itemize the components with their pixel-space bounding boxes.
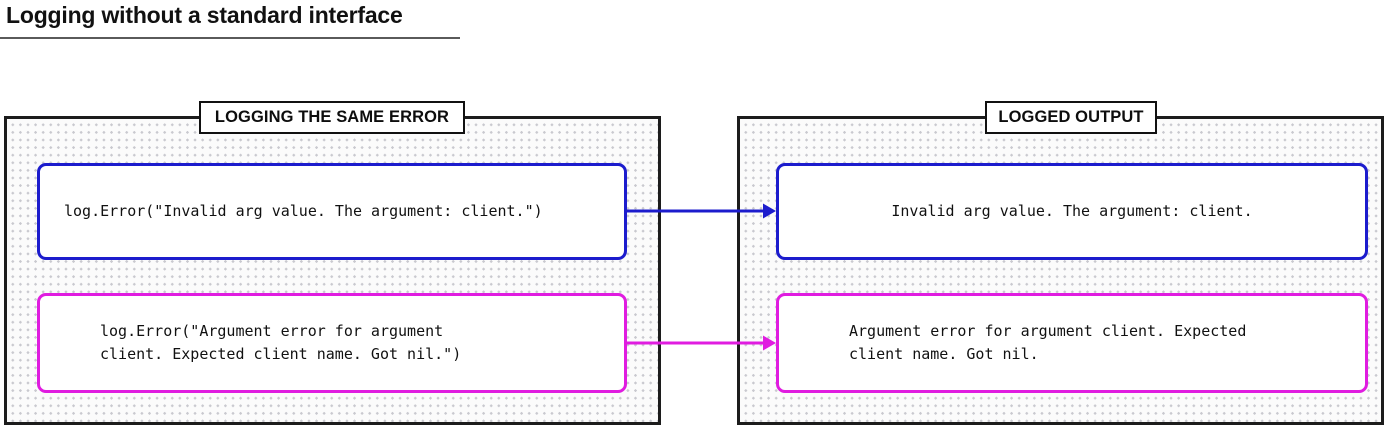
source-code-box-magenta: log.Error("Argument error for argument c… — [37, 293, 627, 393]
source-code-box-blue: log.Error("Invalid arg value. The argume… — [37, 163, 627, 260]
title-underline-rule — [0, 37, 460, 39]
logged-output-box-magenta: Argument error for argument client. Expe… — [776, 293, 1368, 393]
panel-left-header-tag: LOGGING THE SAME ERROR — [199, 101, 465, 134]
arrow-magenta-icon — [624, 332, 776, 354]
panel-right-header-tag: LOGGED OUTPUT — [985, 101, 1157, 134]
logged-output-box-blue: Invalid arg value. The argument: client. — [776, 163, 1368, 260]
page-title: Logging without a standard interface — [6, 2, 403, 28]
arrow-blue-icon — [624, 200, 776, 222]
